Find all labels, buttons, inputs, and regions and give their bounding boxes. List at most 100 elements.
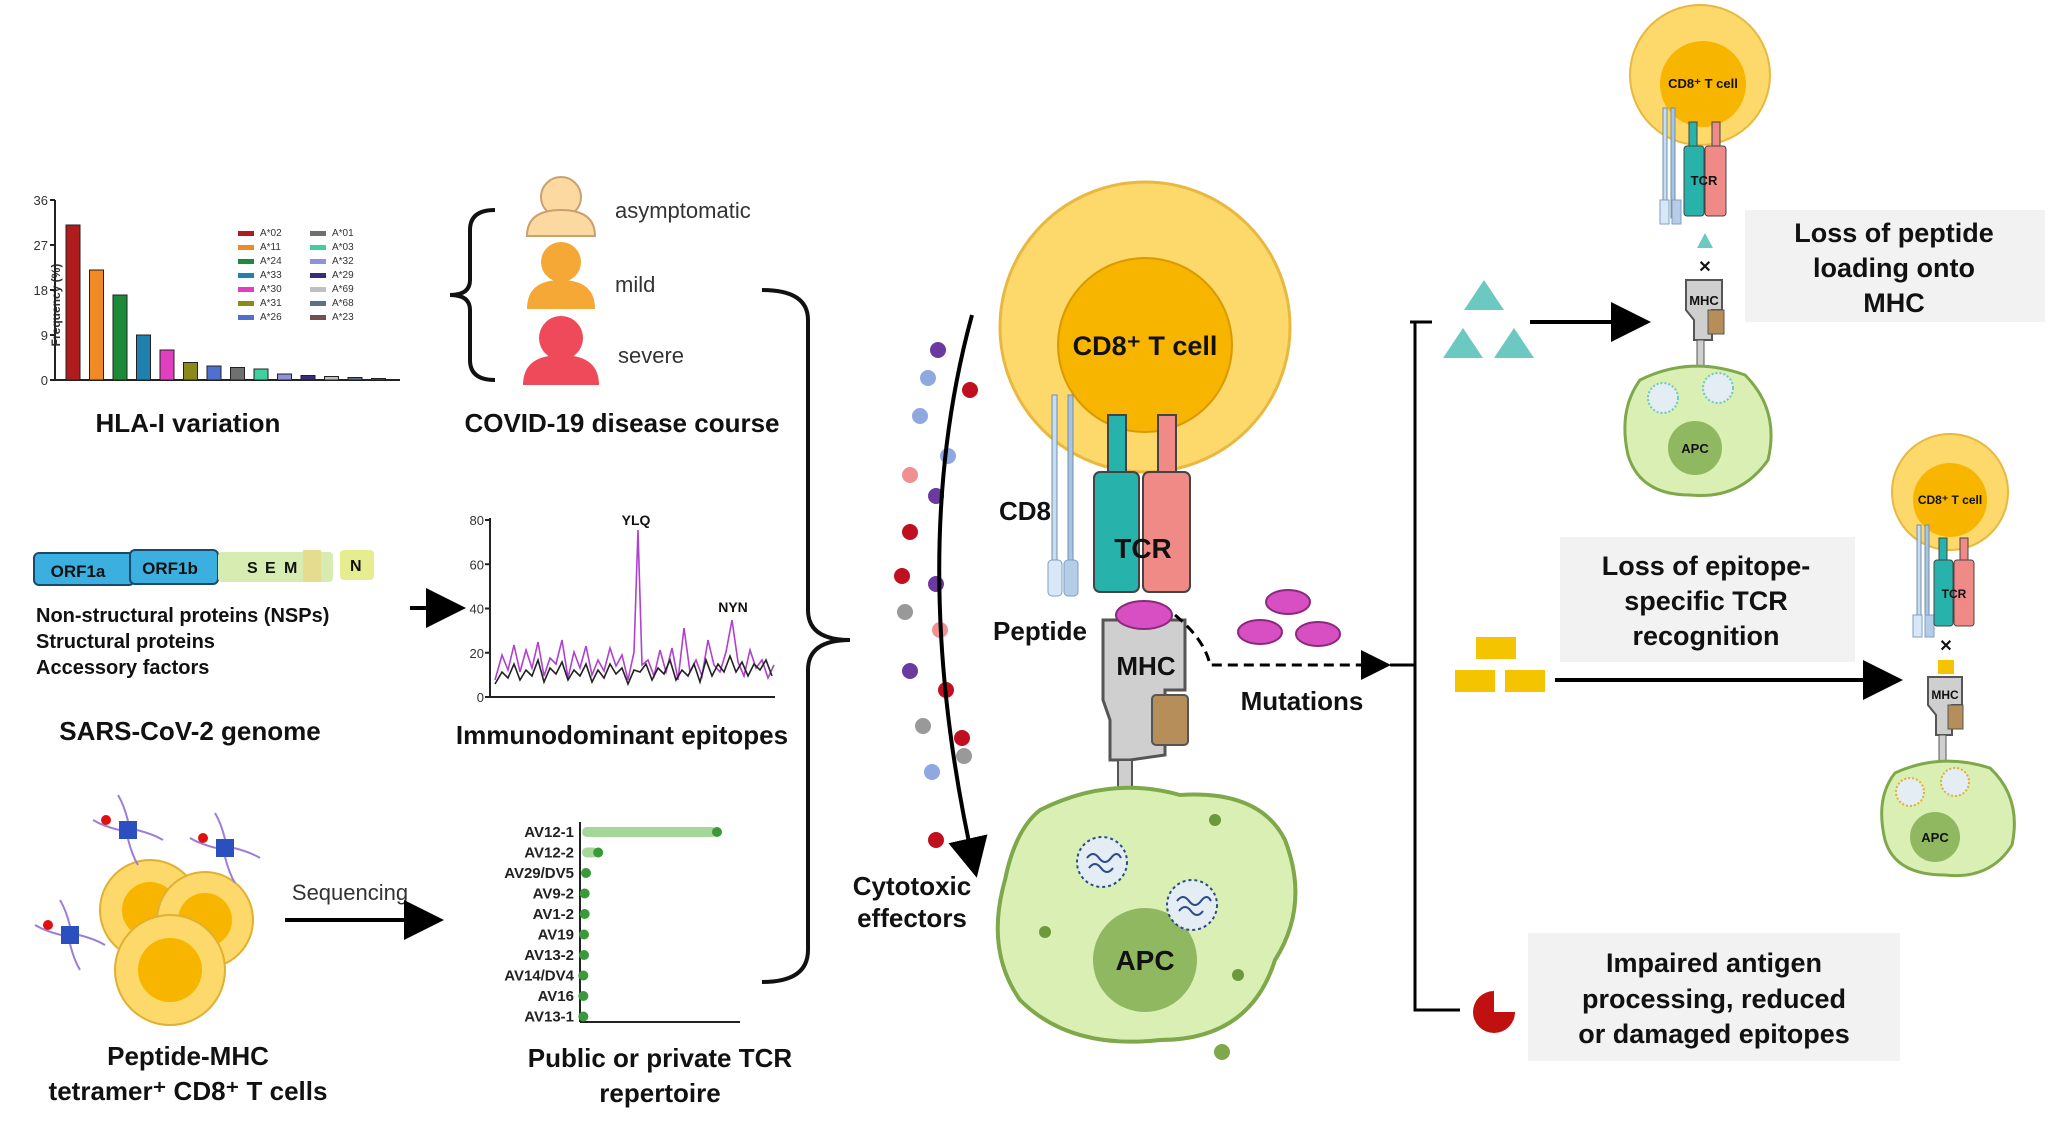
hla-legend-label: A*30: [260, 284, 282, 295]
person-mild-icon: [527, 242, 595, 309]
tcr-gene-label: AV12-1: [524, 824, 574, 841]
panels-brace: [761, 288, 851, 984]
mini-cd8: [1916, 524, 1922, 626]
hla-legend-swatch: [238, 231, 254, 236]
hla-legend-label: A*69: [332, 284, 354, 295]
tcr-gene-label: AV13-1: [524, 1009, 574, 1026]
covid-label-mild: mild: [615, 272, 655, 297]
tcr-gene-label: AV12-2: [524, 845, 574, 862]
tcr-stick: [582, 827, 717, 837]
outcome-3-line-3: or damaged epitopes: [1578, 1019, 1850, 1049]
covid-panel: asymptomatic mild severe COVID-19 diseas…: [449, 176, 780, 438]
tcr-dot: [579, 929, 590, 940]
tcr-gene-label: AV14/DV4: [504, 968, 574, 985]
mini-1-mhc-label: MHC: [1689, 293, 1719, 308]
tcr-dot: [712, 827, 722, 837]
outcome-box-bg: [1745, 210, 2045, 322]
epitopes-ytick-label: 60: [470, 557, 484, 572]
genome-label-n: N: [350, 558, 362, 575]
outcome-1-line-1: Loss of peptide: [1794, 218, 1994, 248]
mini-mhc-stalk: [1696, 339, 1705, 369]
tcr-dot: [581, 868, 592, 878]
tcr-caption-line2: repertoire: [599, 1078, 720, 1108]
hla-caption: HLA-I variation: [96, 408, 281, 438]
outcome-box-bg: [1528, 933, 1900, 1061]
hla-bar: [253, 368, 269, 381]
mini-cd8: [1659, 199, 1670, 225]
epitopes-ytick-label: 20: [470, 646, 484, 661]
hla-bar: [300, 375, 316, 381]
mini-apc-nucleus: [1910, 812, 1960, 862]
outcome-2-line-2: specific TCR: [1624, 586, 1788, 616]
peptide-on-mhc: [1115, 600, 1173, 630]
hla-legend-swatch: [310, 315, 326, 320]
mini-virus-icon: [1895, 777, 1925, 807]
mini-mhc-stalk: [1938, 734, 1947, 764]
mhc-label: MHC: [1116, 651, 1175, 681]
outcome-2-line-3: recognition: [1633, 621, 1780, 651]
tcr-dot: [578, 991, 589, 1001]
genome-panel: ORF1a ORF1b S E M N Non-structural prote…: [33, 549, 466, 746]
mini-apc-nucleus: [1668, 421, 1722, 475]
hla-bars: [65, 224, 386, 381]
mini-cd8: [1924, 524, 1930, 626]
person-severe-icon: [523, 316, 599, 385]
hla-legend-swatch: [238, 259, 254, 264]
tcr-label: TCR: [1114, 533, 1172, 564]
hla-legend-label: A*32: [332, 256, 354, 267]
genome-label-orf1b: ORF1b: [142, 559, 198, 578]
tcr-gene-label: AV19: [538, 927, 574, 944]
mini-cd8: [1912, 614, 1923, 638]
hla-bar: [136, 334, 151, 381]
mini-1-apc-label: APC: [1681, 441, 1709, 456]
hla-legend-swatch: [238, 245, 254, 250]
mini-synapse-1: CD8⁺ T cell TCR ✕ MHC APC: [1623, 4, 1773, 498]
hla-ytick-label: 36: [34, 193, 48, 208]
hla-legend-swatch: [238, 301, 254, 306]
mini-virus-icon: [1647, 382, 1679, 414]
mini-cd8: [1671, 199, 1682, 225]
hla-legend-swatch: [310, 273, 326, 278]
covid-label-asymptomatic: asymptomatic: [615, 198, 751, 223]
center-illustration: Cytotoxic effectors CD8⁺ T cell CD8 TCR …: [853, 180, 1391, 1060]
tcr-gene-label: AV9-2: [533, 886, 574, 903]
outcome-box-bg: [1560, 537, 1855, 662]
hla-ytick-label: 9: [41, 328, 48, 343]
hla-ytick-label: 0: [41, 373, 48, 388]
mini-mhc: [1685, 279, 1723, 341]
tcr-panel: AV12-1AV12-2AV29/DV5AV9-2AV1-2AV19AV13-2…: [504, 822, 792, 1108]
sequencing-label: Sequencing: [292, 880, 408, 905]
mini-tcr: [1938, 537, 1948, 563]
tetramer-panel: Sequencing Peptide-MHC tetramer⁺ CD8⁺ T …: [34, 794, 444, 1106]
virus-icon: [1076, 836, 1218, 931]
hla-bar: [206, 365, 222, 381]
outcome-box-3: Impaired antigen processing, reduced or …: [1528, 933, 1900, 1061]
outcome-1-line-2: loading onto: [1813, 253, 1975, 283]
effectors-label-line2: effectors: [857, 903, 967, 933]
tcr-dot: [579, 888, 590, 899]
tetramer-icon: [34, 794, 261, 971]
effectors-label-line1: Cytotoxic: [853, 871, 971, 901]
mini-x-icon: ✕: [1698, 259, 1711, 276]
effector-dots: [894, 342, 978, 848]
genome-legend-accessory: Accessory factors: [36, 657, 209, 679]
hla-legend-label: A*03: [332, 242, 354, 253]
effectors-arrow: [937, 314, 988, 878]
apc-dot: [1209, 814, 1221, 826]
hla-legend-label: A*01: [332, 228, 354, 239]
mini-tcr: [1704, 145, 1727, 217]
hla-bar: [347, 377, 363, 381]
hla-legend-swatch: [310, 259, 326, 264]
covid-label-severe: severe: [618, 343, 684, 368]
mutations-dashed-arrow: [1174, 613, 1391, 680]
tcr-dot: [593, 847, 604, 858]
mini-synapse-2: CD8⁺ T cell TCR ✕ MHC APC: [1880, 433, 2016, 878]
genome-legend-structural: Structural proteins: [36, 631, 215, 653]
hla-legend-label: A*31: [260, 298, 282, 309]
mini-2-tcell-label: CD8⁺ T cell: [1918, 493, 1982, 507]
mini-2-mhc-label: MHC: [1931, 688, 1959, 702]
genome-caption: SARS-CoV-2 genome: [59, 716, 321, 746]
hla-legend: A*02A*11A*24A*33A*30A*31A*26A*01A*03A*32…: [238, 228, 354, 323]
tcr-gene-label: AV1-2: [533, 906, 574, 923]
